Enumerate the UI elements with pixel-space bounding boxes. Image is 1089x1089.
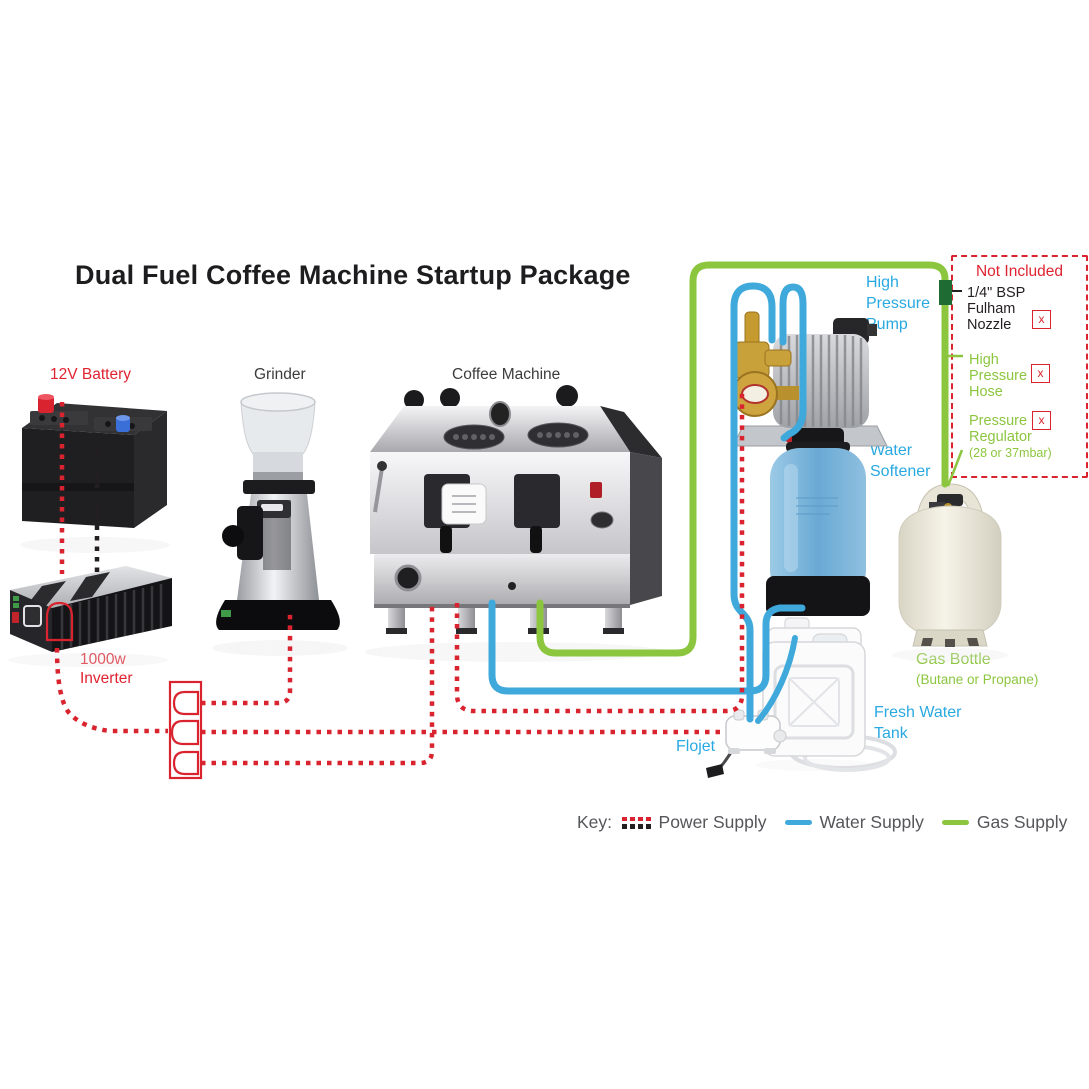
power-swatch-black-row <box>622 824 651 829</box>
water-hose-tank-to-flojet <box>755 635 798 724</box>
power-line-strip-to-machine <box>201 603 435 766</box>
pump-label-line1: High <box>866 274 899 291</box>
legend-gas-supply-label: Gas Supply <box>976 812 1068 832</box>
gas-bottle-label: Gas Bottle (Butane or Propane) <box>916 650 1038 690</box>
bsp-nozzle-marker <box>939 280 952 305</box>
coffee-machine-illustration <box>370 385 662 634</box>
page-title: Dual Fuel Coffee Machine Startup Package <box>75 260 631 290</box>
fresh-water-label-line1: Fresh Water <box>874 704 962 721</box>
hose-item-line1: High <box>969 352 999 368</box>
regulator-item-line3: (28 or 37mbar) <box>969 446 1052 460</box>
hose-x-marker: x <box>1031 364 1050 383</box>
nozzle-x-marker: x <box>1032 310 1051 329</box>
pump-illustration <box>732 311 888 447</box>
nozzle-item-line3: Nozzle <box>967 317 1012 333</box>
inverter-label-line1: 1000w <box>80 650 133 669</box>
gas-bottle-label-sub: (Butane or Propane) <box>916 672 1039 687</box>
legend: Key: Power Supply Water Supply Gas Suppl… <box>577 812 1085 833</box>
inverter-label-line2: Inverter <box>80 670 133 687</box>
not-included-item-hose: High Pressure Hose <box>969 352 1027 400</box>
regulator-x-marker: x <box>1032 411 1051 430</box>
gas-line-machine-to-nozzle <box>536 261 949 657</box>
not-included-title: Not Included <box>975 263 1064 280</box>
gas-pointer-regulator <box>946 449 964 487</box>
gas-supply-swatch <box>941 819 969 826</box>
battery-label: 12V Battery <box>50 366 131 383</box>
inverter-illustration <box>10 566 172 652</box>
fresh-water-label-line2: Tank <box>874 725 908 742</box>
inverter-plug-annotation <box>45 601 74 642</box>
legend-water-supply-label: Water Supply <box>819 812 924 832</box>
power-line-strip-to-grinder <box>201 612 293 706</box>
water-line-pump-to-softener <box>779 283 807 442</box>
water-softener-label-line2: Softener <box>870 463 931 480</box>
power-supply-swatch <box>622 816 651 829</box>
inverter-label: 1000w Inverter <box>80 650 133 688</box>
not-included-item-regulator: Pressure Regulator (28 or 37mbar) <box>969 413 1052 461</box>
gas-bottle-label-line1: Gas Bottle <box>916 650 1038 670</box>
gas-bottle-illustration <box>898 483 1002 647</box>
legend-power-supply-label: Power Supply <box>658 812 767 832</box>
coffee-machine-label: Coffee Machine <box>452 366 561 383</box>
nozzle-item-line1: 1/4" BSP <box>967 285 1026 301</box>
not-included-box: Not Included 1/4" BSP Fulham Nozzle x Hi… <box>951 255 1088 478</box>
nozzle-item-line2: Fulham <box>967 301 1016 317</box>
hose-item-line2: Pressure <box>969 368 1028 384</box>
power-swatch-red-row <box>622 816 651 821</box>
hose-item-line3: Hose <box>969 384 1003 400</box>
regulator-item-line2: Regulator <box>969 429 1032 445</box>
legend-title: Key: <box>577 812 613 832</box>
grinder-illustration <box>216 392 340 630</box>
fresh-water-tank-label: Fresh Water Tank <box>874 702 961 744</box>
power-strip-annotation <box>168 680 203 780</box>
battery-illustration <box>22 394 167 528</box>
water-line-softener-to-machine <box>488 599 806 695</box>
pump-label-line2: Pressure <box>866 295 931 312</box>
water-supply-swatch <box>784 819 812 826</box>
flojet-label: Flojet <box>676 738 716 755</box>
grinder-label: Grinder <box>254 366 306 383</box>
regulator-item-line1: Pressure <box>969 413 1028 429</box>
power-line-inverter-to-strip <box>54 647 168 734</box>
power-line-machine-to-pump <box>454 392 745 714</box>
not-included-item-nozzle: 1/4" BSP Fulham Nozzle <box>967 285 1025 333</box>
